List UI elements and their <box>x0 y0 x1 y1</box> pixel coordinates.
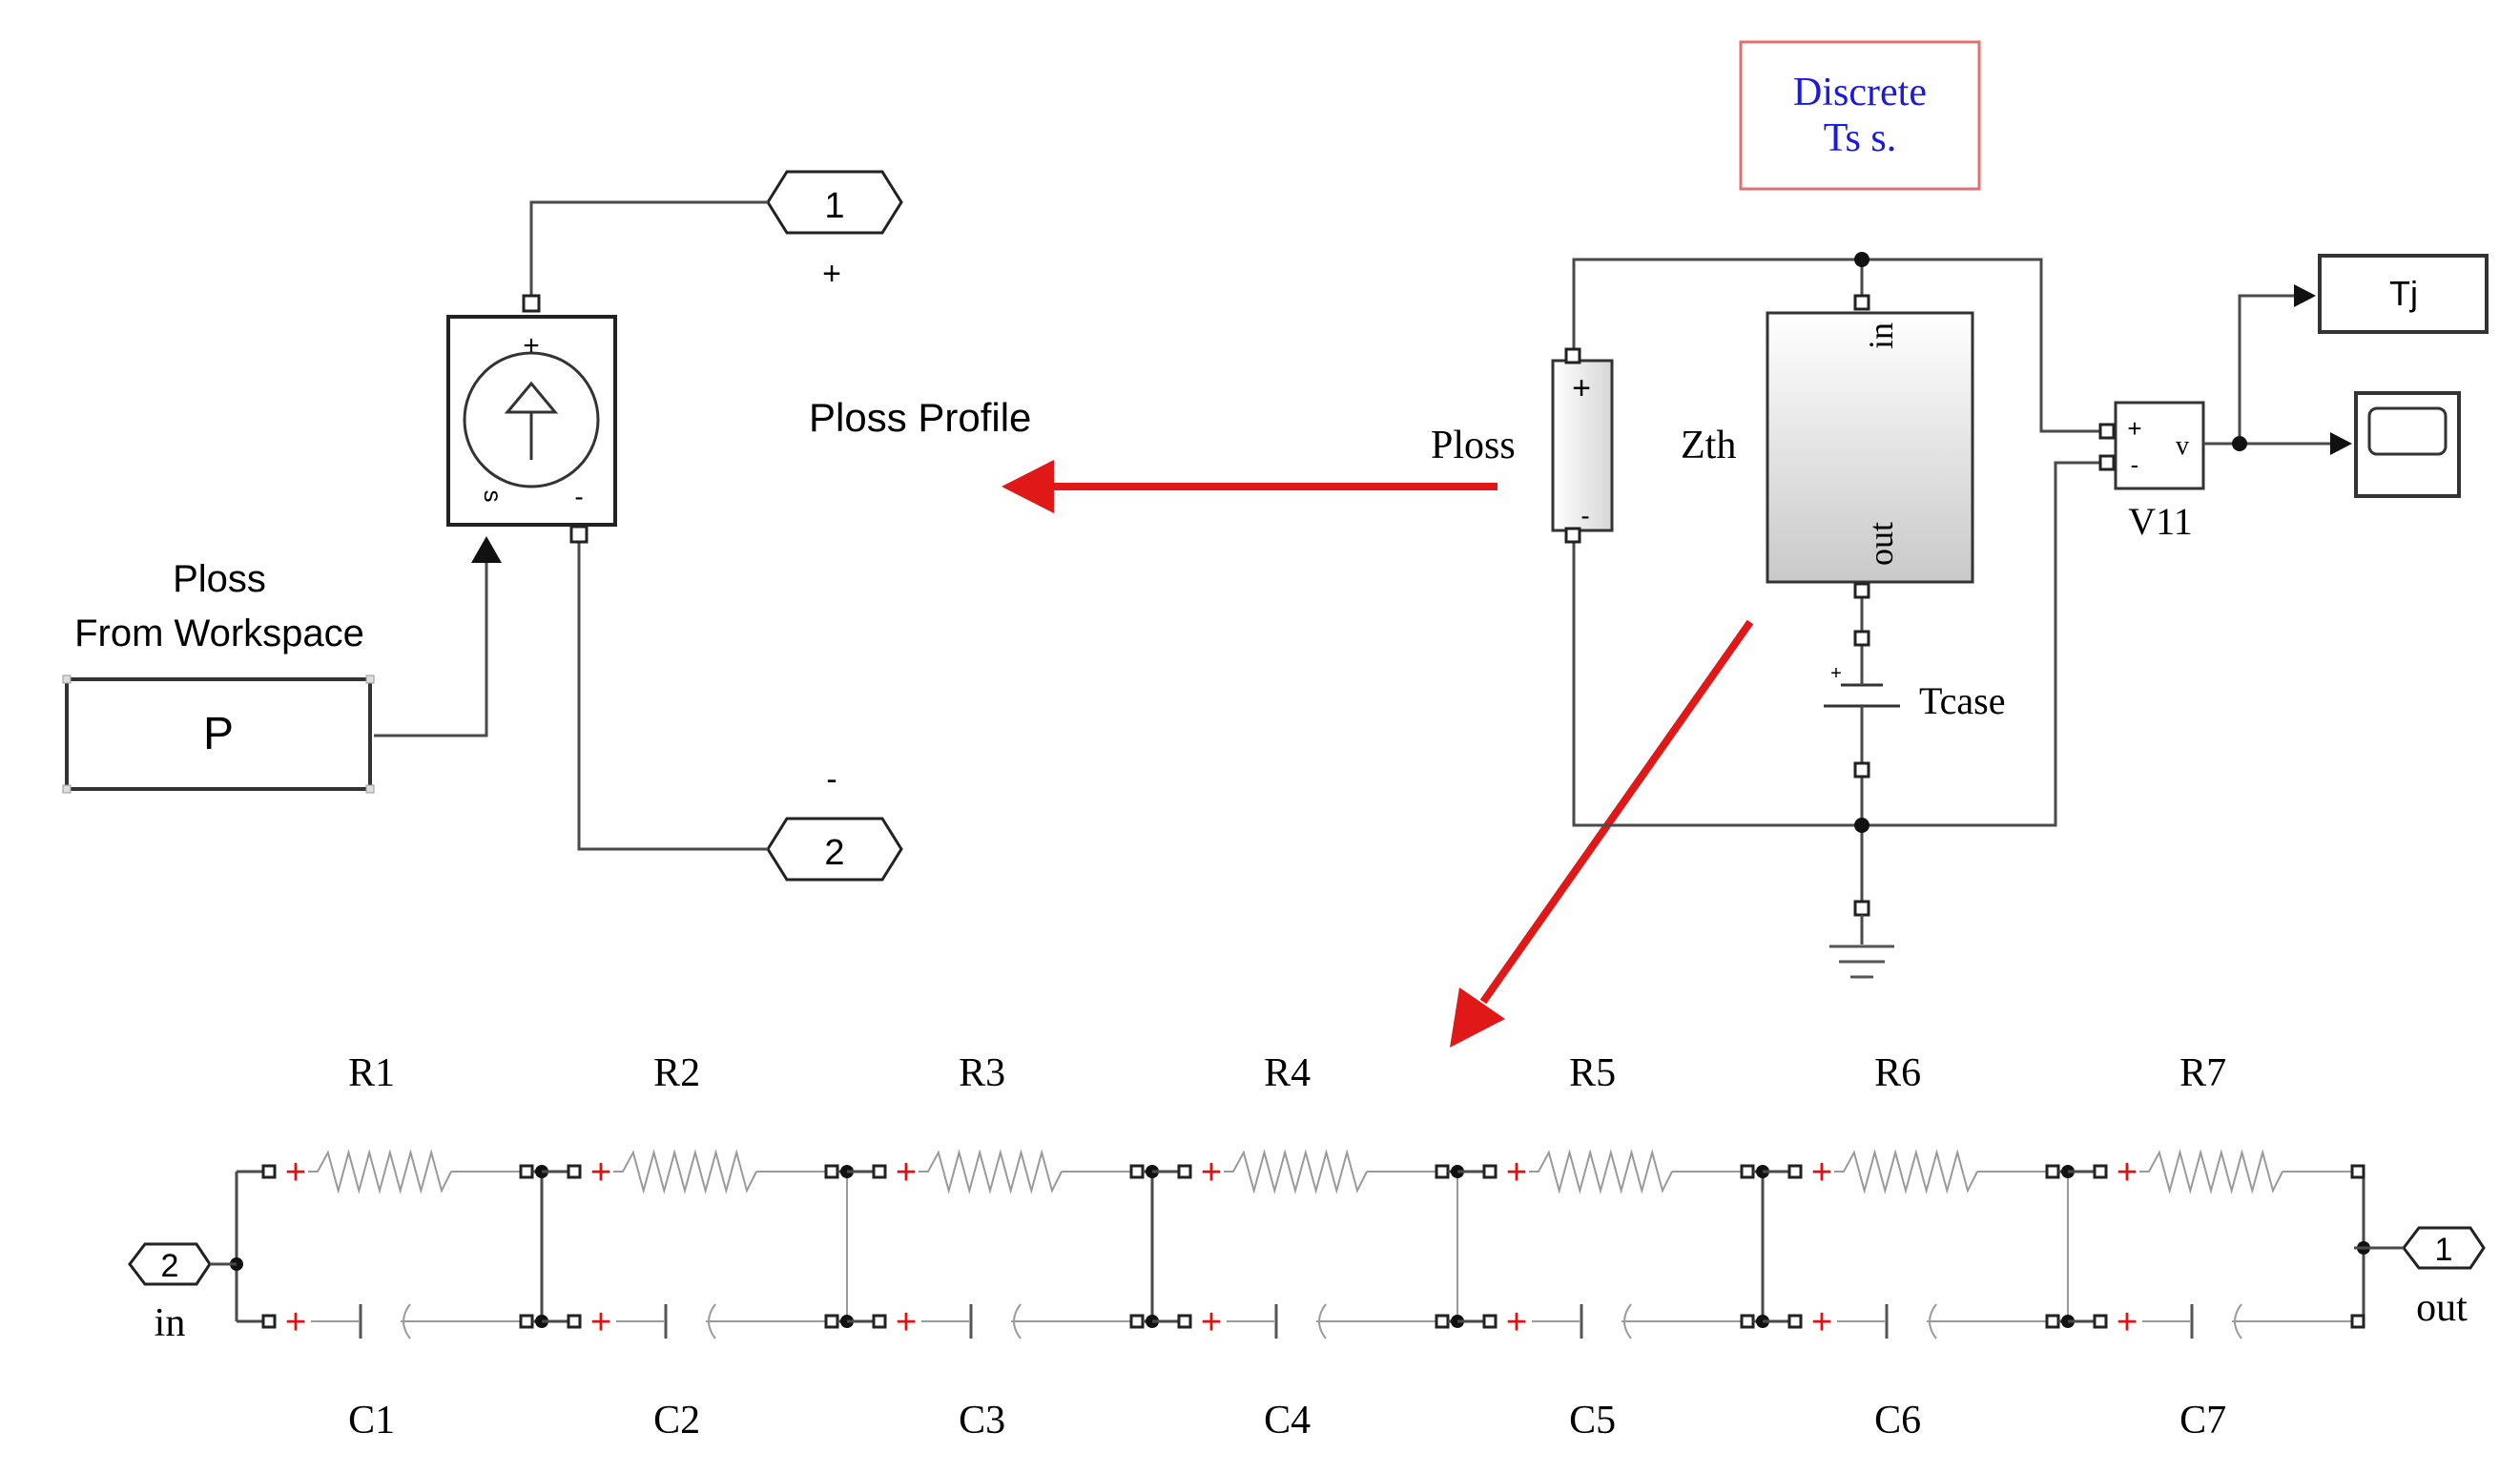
resistor-3-label: R3 <box>959 1051 1005 1095</box>
junction-bottom <box>1854 818 1869 833</box>
resistor-4-symbol <box>1224 1149 1368 1194</box>
powergui-solver-block[interactable]: Discrete Ts s. <box>1739 40 1981 191</box>
resistor-4-label: R4 <box>1264 1051 1311 1095</box>
resistor-3-symbol <box>919 1149 1063 1194</box>
resistor-plus-mark: + <box>1201 1152 1222 1193</box>
zth-out-label: out <box>1862 522 1900 566</box>
voltmeter-plus: + <box>2127 414 2141 443</box>
scope-block[interactable] <box>2354 391 2461 498</box>
ploss-label: Ploss <box>1431 424 1516 467</box>
resistor-1-label: R1 <box>348 1051 395 1095</box>
zth-label: Zth <box>1681 424 1736 467</box>
source-s-label: s <box>479 490 507 503</box>
capacitor-plus-mark: + <box>285 1302 306 1342</box>
resistor-6-symbol <box>1834 1149 1978 1194</box>
capacitor-plus-mark: + <box>1811 1302 1832 1342</box>
resistor-2-symbol <box>613 1149 757 1194</box>
resistor-plus-mark: + <box>896 1152 917 1193</box>
resistor-7-symbol <box>2139 1149 2283 1194</box>
rc-in-port-connector[interactable]: 2 <box>128 1242 212 1286</box>
rc-in-port-number: 2 <box>161 1248 179 1284</box>
capacitor-plus-mark: + <box>1506 1302 1527 1342</box>
rc-in-label: in <box>155 1301 186 1345</box>
wire-source-to-port2 <box>577 534 768 851</box>
tcase-label: Tcase <box>1919 679 2005 722</box>
resistor-plus-mark: + <box>2117 1152 2138 1193</box>
zth-in-label: in <box>1862 322 1900 349</box>
voltmeter-label: V11 <box>2128 500 2192 543</box>
port-2-number: 2 <box>824 833 844 873</box>
scope-screen-icon <box>2367 406 2448 456</box>
capacitor-7-label: C7 <box>2179 1399 2226 1443</box>
capacitor-plus-mark: + <box>590 1302 611 1342</box>
resistor-1-symbol <box>308 1149 452 1194</box>
tcase-plus: + <box>1830 663 1842 684</box>
voltmeter-block[interactable]: + - v <box>2098 401 2205 490</box>
controlled-current-source[interactable]: + s - <box>446 294 617 544</box>
arrow-zth-to-rc-network <box>1450 619 1754 1048</box>
capacitor-plus-mark: + <box>1201 1302 1222 1342</box>
workspace-title-line1: Ploss <box>173 558 266 600</box>
workspace-variable: P <box>203 709 234 759</box>
workspace-title-line2: From Workspace <box>74 612 364 654</box>
source-minus-label: - <box>574 482 583 511</box>
ploss-profile-label: Ploss Profile <box>809 395 1031 440</box>
zth-subsystem-block[interactable]: in out <box>1766 294 1974 599</box>
solver-line1: Discrete <box>1793 71 1927 114</box>
capacitor-4-label: C4 <box>1264 1399 1311 1443</box>
signal-arrowhead-icon <box>471 536 502 563</box>
rc-out-label: out <box>2416 1286 2468 1330</box>
capacitor-6-label: C6 <box>1874 1399 1921 1443</box>
ploss-minus: - <box>1580 501 1589 530</box>
tj-label: Tj <box>2389 274 2418 313</box>
rc-out-port-connector[interactable]: 1 <box>2402 1226 2486 1270</box>
wire-ploss-bottom <box>1572 536 1862 827</box>
capacitor-2-label: C2 <box>653 1399 700 1443</box>
voltmeter-v: v <box>2176 431 2189 461</box>
capacitor-plus-mark: + <box>2117 1302 2138 1342</box>
port-2-connector[interactable]: 2 <box>766 817 903 882</box>
solver-line2: Ts s. <box>1824 116 1896 160</box>
resistor-5-label: R5 <box>1569 1051 1616 1095</box>
source-port-top[interactable] <box>522 294 541 313</box>
wire-to-voltmeter-minus <box>1862 461 2103 827</box>
port-1-sign: + <box>822 256 841 292</box>
ploss-current-block[interactable]: + - <box>1551 347 1614 544</box>
resistor-2-label: R2 <box>653 1051 700 1095</box>
tcase-dc-source[interactable]: + <box>1824 630 1900 779</box>
port-1-connector[interactable]: 1 <box>766 170 903 235</box>
source-plus-label: + <box>523 330 540 362</box>
arrow-ploss-to-profile <box>1002 460 1498 513</box>
resistor-plus-mark: + <box>285 1152 306 1193</box>
voltmeter-minus: - <box>2131 450 2139 479</box>
wire-to-voltmeter-plus <box>1862 258 2103 433</box>
source-port-bottom[interactable] <box>569 525 589 544</box>
resistor-7-label: R7 <box>2179 1051 2226 1095</box>
tj-arrowhead-icon <box>2294 284 2316 307</box>
resistor-6-label: R6 <box>1874 1051 1921 1095</box>
ploss-plus: + <box>1572 370 1591 406</box>
ground-icon <box>1829 900 1894 979</box>
resistor-plus-mark: + <box>590 1152 611 1193</box>
port-2-sign: - <box>826 761 837 798</box>
resistor-plus-mark: + <box>1506 1152 1527 1193</box>
junction-top <box>1854 252 1869 267</box>
resistor-5-symbol <box>1529 1149 1673 1194</box>
wire-to-tj <box>2238 294 2303 444</box>
rc-network: + R1 + C1 + R2 + C2 + R3 + C3 + R4 + C4 + R5 + C5 + R6 + C6 + R7 +… <box>230 1051 2370 1443</box>
wire-workspace-to-source <box>374 555 488 737</box>
capacitor-5-label: C5 <box>1569 1399 1616 1443</box>
scope-arrowhead-icon <box>2330 432 2352 455</box>
from-workspace-block[interactable]: P <box>62 675 375 794</box>
capacitor-plus-mark: + <box>896 1302 917 1342</box>
rc-out-port-number: 1 <box>2435 1232 2453 1268</box>
tj-goto-block[interactable]: Tj <box>2318 254 2489 334</box>
resistor-plus-mark: + <box>1811 1152 1832 1193</box>
port-1-number: 1 <box>824 186 844 226</box>
capacitor-1-label: C1 <box>348 1399 395 1443</box>
capacitor-3-label: C3 <box>959 1399 1005 1443</box>
wire-port1-to-source <box>529 200 768 303</box>
wire-ploss-top <box>1572 258 1862 351</box>
